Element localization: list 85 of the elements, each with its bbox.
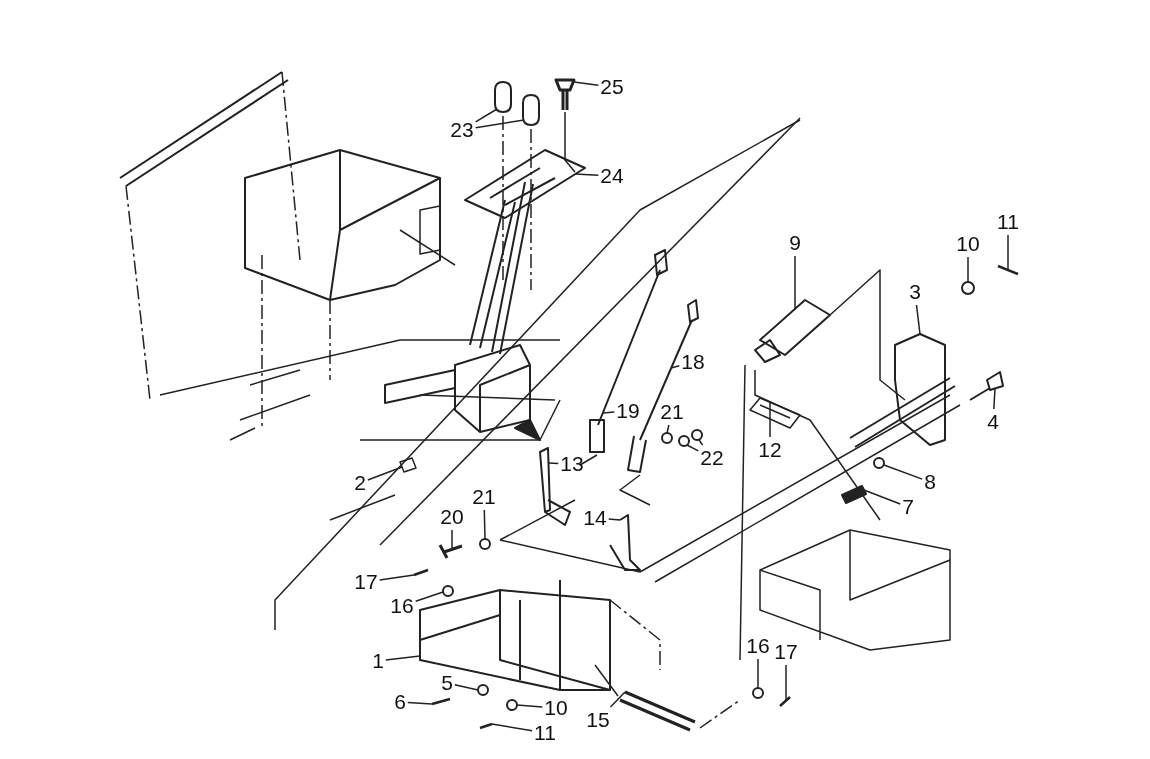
callout-number: 22 <box>700 447 724 469</box>
leader-line <box>516 704 544 708</box>
leader-line <box>491 723 533 732</box>
washer <box>752 687 764 699</box>
callout-number: 1 <box>372 650 384 672</box>
leader-line <box>883 464 923 480</box>
callout-number: 13 <box>560 453 584 475</box>
leader-line <box>451 529 453 550</box>
bracket <box>754 299 831 363</box>
callout-number: 10 <box>956 233 980 255</box>
guide-plate <box>464 149 586 219</box>
bolt <box>399 457 417 473</box>
leader-line <box>574 173 600 177</box>
callout-number: 25 <box>600 76 624 98</box>
bolt <box>969 371 1004 401</box>
leader-line <box>407 701 433 705</box>
cotter-pin <box>997 264 1019 276</box>
callout-number: 18 <box>681 351 705 373</box>
callout-number: 23 <box>450 119 474 141</box>
cotter-pin <box>479 722 493 730</box>
callout-number: 21 <box>660 401 684 423</box>
leader-line <box>863 489 901 505</box>
leader-line <box>602 411 616 414</box>
callout-number: 4 <box>987 411 999 433</box>
cotter-pin <box>779 696 791 707</box>
callout-number: 6 <box>394 691 406 713</box>
washer <box>479 538 491 550</box>
callout-number: 7 <box>902 496 914 518</box>
leader-line <box>385 655 421 661</box>
washer <box>506 699 518 711</box>
callout-number: 14 <box>583 507 607 529</box>
rod <box>618 690 697 732</box>
bolt <box>554 78 576 112</box>
washer <box>961 281 975 295</box>
leader-line <box>785 664 787 701</box>
callout-number: 16 <box>746 635 770 657</box>
callout-number: 11 <box>997 211 1019 233</box>
callout-number: 15 <box>586 709 610 731</box>
leader-line <box>993 388 996 410</box>
callout-number: 19 <box>616 400 640 422</box>
leader-line <box>474 119 525 129</box>
callout-number: 11 <box>534 722 556 744</box>
leader-line <box>670 364 681 369</box>
callout-number: 3 <box>909 281 921 303</box>
callout-number: 5 <box>441 672 453 694</box>
lever-knob <box>522 94 540 126</box>
leader-line <box>378 574 415 581</box>
leader-line <box>915 304 921 335</box>
spring <box>749 397 801 429</box>
leader-line <box>454 684 479 691</box>
cotter-pin <box>431 697 451 706</box>
leader-line <box>573 81 600 86</box>
lever-arm <box>609 514 641 571</box>
callout-number: 16 <box>390 595 414 617</box>
bolt <box>841 485 867 504</box>
callout-number: 12 <box>758 439 782 461</box>
callout-number: 17 <box>774 641 798 663</box>
bolt <box>438 543 464 560</box>
leader-line <box>794 255 796 310</box>
leader-line <box>607 518 621 521</box>
callout-number: 10 <box>544 697 568 719</box>
callout-number: 8 <box>924 471 936 493</box>
leader-line <box>757 658 759 689</box>
bracket <box>419 579 611 691</box>
callout-number: 21 <box>472 486 496 508</box>
leader-line <box>414 591 444 603</box>
callout-number: 17 <box>354 571 378 593</box>
callout-number: 24 <box>600 165 624 187</box>
callout-number: 9 <box>789 232 801 254</box>
callout-number: 2 <box>354 472 366 494</box>
nut <box>691 429 703 441</box>
callout-number: 20 <box>440 506 464 528</box>
bracket <box>894 333 946 446</box>
washer <box>873 457 885 469</box>
leader-line <box>367 466 403 481</box>
lever-knob <box>494 81 512 113</box>
leader-line <box>483 509 486 540</box>
leader-line <box>967 256 969 283</box>
leader-line <box>547 462 560 465</box>
leader-line <box>474 108 498 123</box>
leader-line <box>1007 234 1009 271</box>
washer <box>477 684 489 696</box>
leader-line <box>769 401 771 438</box>
cotter-pin <box>413 568 429 577</box>
leader-line <box>609 691 626 708</box>
